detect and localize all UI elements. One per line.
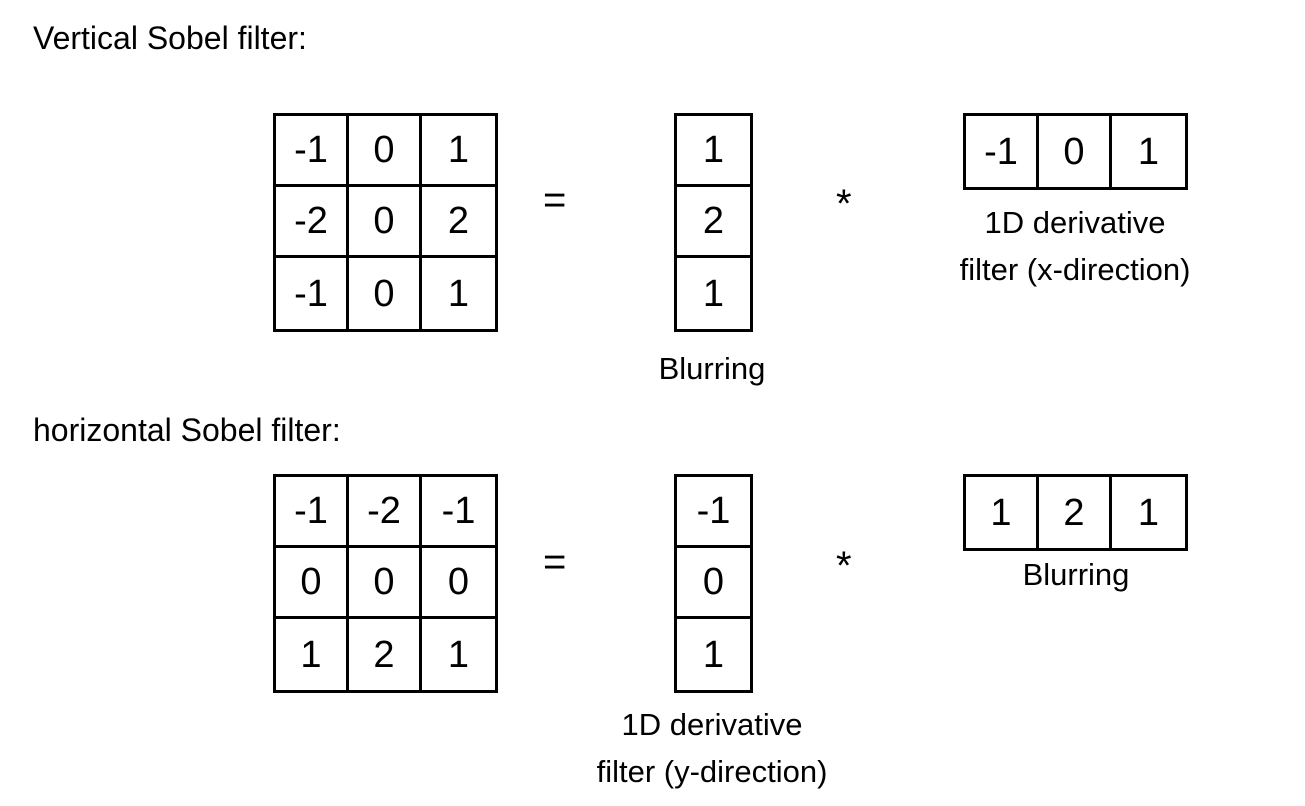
kernel-cell: 0 <box>422 548 495 619</box>
kernel-cell: 2 <box>422 187 495 258</box>
column-cell: 2 <box>677 187 750 258</box>
column-cell: -1 <box>677 477 750 548</box>
kernel-cell: 0 <box>349 258 422 329</box>
horizontal-row-caption: Blurring <box>976 552 1176 599</box>
row-cell: 1 <box>966 477 1039 548</box>
caption-line: filter (y-direction) <box>596 753 828 789</box>
kernel-cell: 0 <box>349 548 422 619</box>
column-cell: 1 <box>702 272 725 315</box>
vertical-column-caption: Blurring <box>612 346 812 393</box>
horizontal-column-caption: 1D derivative filter (y-direction) <box>562 702 862 795</box>
kernel-cell: -1 <box>276 477 349 548</box>
kernel-cell: 1 <box>422 116 495 187</box>
kernel-cell: 1 <box>447 272 470 315</box>
row-cell: 1 <box>1137 130 1160 173</box>
equals-sign: = <box>543 540 567 584</box>
kernel-cell: -1 <box>422 477 495 548</box>
kernel-cell: 1 <box>276 619 349 690</box>
kernel-cell: 1 <box>447 633 470 676</box>
caption-line: 1D derivative <box>984 205 1166 240</box>
horizontal-derivative-column: -1 0 1 <box>674 474 753 693</box>
caption-line: Blurring <box>658 351 766 386</box>
caption-line: filter (x-direction) <box>959 251 1191 287</box>
vertical-blur-column: 1 2 1 <box>674 113 753 332</box>
convolution-operator: * <box>836 544 852 588</box>
kernel-cell: -2 <box>276 187 349 258</box>
horizontal-sobel-heading: horizontal Sobel filter: <box>33 412 341 448</box>
column-cell: 1 <box>702 633 725 676</box>
kernel-cell: 0 <box>276 548 349 619</box>
kernel-cell: 2 <box>349 619 422 690</box>
convolution-operator: * <box>836 182 852 226</box>
caption-line: Blurring <box>1022 557 1130 592</box>
row-cell: 1 <box>1137 491 1160 534</box>
vertical-sobel-heading: Vertical Sobel filter: <box>33 20 307 56</box>
horizontal-blur-row: 1 2 1 <box>963 474 1188 551</box>
row-cell: -1 <box>966 116 1039 187</box>
kernel-cell: -1 <box>276 116 349 187</box>
horizontal-sobel-kernel: -1 -2 -1 0 0 0 1 2 1 <box>273 474 498 693</box>
row-cell: 2 <box>1039 477 1112 548</box>
equals-sign: = <box>543 178 567 222</box>
kernel-cell: -2 <box>349 477 422 548</box>
row-cell: 0 <box>1039 116 1112 187</box>
kernel-cell: 0 <box>349 116 422 187</box>
vertical-sobel-kernel: -1 0 1 -2 0 2 -1 0 1 <box>273 113 498 332</box>
vertical-row-caption: 1D derivative filter (x-direction) <box>925 200 1225 293</box>
column-cell: 0 <box>677 548 750 619</box>
kernel-cell: 0 <box>349 187 422 258</box>
vertical-derivative-row: -1 0 1 <box>963 113 1188 190</box>
caption-line: 1D derivative <box>621 707 803 742</box>
kernel-cell: -1 <box>276 258 349 329</box>
column-cell: 1 <box>677 116 750 187</box>
